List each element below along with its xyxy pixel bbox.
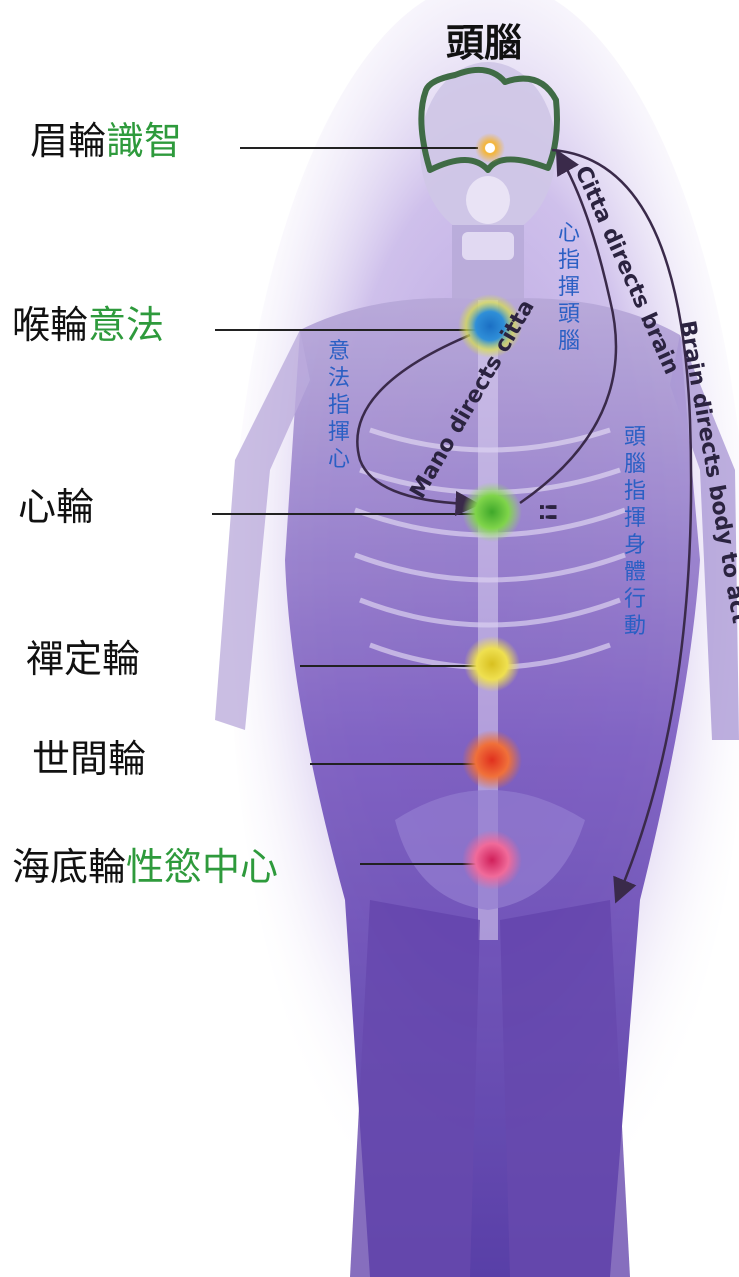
note-char: 揮: [556, 274, 582, 301]
label-root-name: 海底輪: [12, 845, 126, 889]
note-char: 指: [326, 392, 352, 419]
label-dhyana-name: 禪定輪: [26, 637, 140, 681]
note-char: 心: [556, 220, 582, 247]
note-char: 頭: [622, 424, 648, 451]
label-brow-meaning: 識智: [106, 119, 182, 163]
label-root-meaning: 性慾中心: [126, 845, 278, 889]
chakra-root-dot: [462, 830, 522, 890]
marker-text: !!: [534, 502, 559, 522]
label-heart: 心輪: [18, 488, 94, 526]
note-char: 指: [556, 247, 582, 274]
chakra-world-dot: [462, 730, 522, 790]
label-world: 世間輪: [32, 740, 146, 778]
label-throat-meaning: 意法: [88, 303, 164, 347]
note-char: 身: [622, 532, 648, 559]
label-heart-name: 心輪: [18, 485, 94, 529]
chakra-dhyana-dot: [464, 636, 520, 692]
chakra-brow-dot: [475, 133, 505, 163]
note-char: 法: [326, 365, 352, 392]
label-brow: 眉輪識智: [30, 122, 182, 160]
label-brow-name: 眉輪: [30, 119, 106, 163]
note-char: 意: [326, 338, 352, 365]
note-brain-cn: 頭腦指揮身體行動: [622, 424, 648, 640]
note-char: 指: [622, 478, 648, 505]
diagram-title: 頭腦: [446, 12, 522, 67]
label-throat-name: 喉輪: [12, 303, 88, 347]
chakra-heart-dot: [462, 482, 522, 542]
note-char: 腦: [556, 328, 582, 355]
note-char: 揮: [326, 419, 352, 446]
note-char: 動: [622, 613, 648, 640]
note-char: 心: [326, 446, 352, 473]
note-char: 行: [622, 586, 648, 613]
note-citta-cn: 心指揮頭腦: [556, 220, 582, 355]
label-world-name: 世間輪: [32, 737, 146, 781]
note-char: 揮: [622, 505, 648, 532]
label-root: 海底輪性慾中心: [12, 848, 278, 886]
note-char: 體: [622, 559, 648, 586]
label-throat: 喉輪意法: [12, 306, 164, 344]
label-dhyana: 禪定輪: [26, 640, 140, 678]
note-char: 頭: [556, 301, 582, 328]
note-char: 腦: [622, 451, 648, 478]
note-mano-cn: 意法指揮心: [326, 338, 352, 473]
